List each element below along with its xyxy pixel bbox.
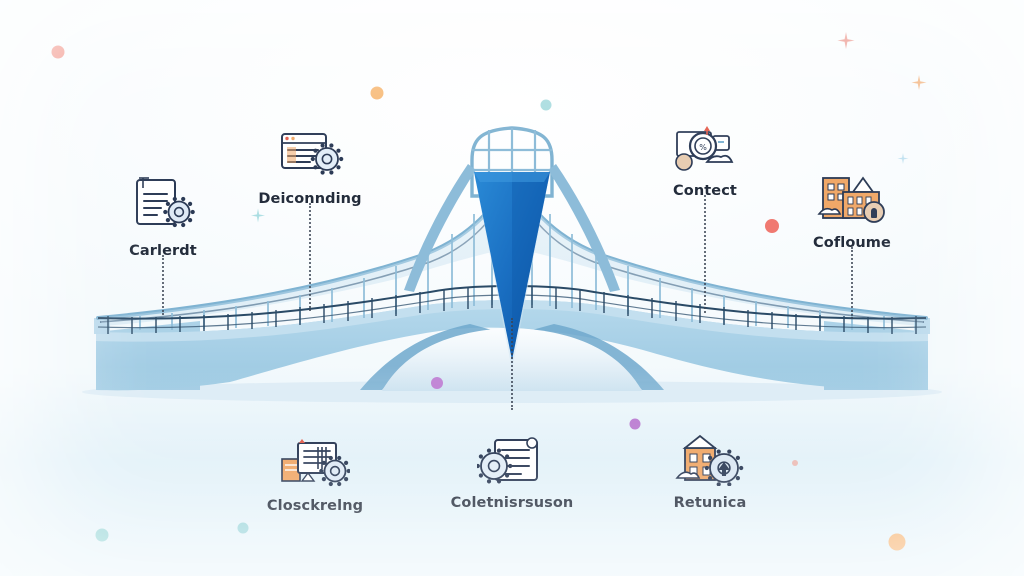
node-label: Contect xyxy=(673,183,737,199)
node-contect[interactable]: % Contect xyxy=(620,100,790,199)
pylon-badge-shade xyxy=(512,172,550,360)
cable-web-right xyxy=(512,178,926,326)
dot-orange-top xyxy=(370,86,384,100)
building-lock-icon xyxy=(767,152,937,226)
connector-node-4 xyxy=(851,247,853,319)
node-label: Deiconnding xyxy=(258,191,362,207)
document-gear-icon xyxy=(78,160,248,234)
node-deiconnding[interactable]: Deiconnding xyxy=(225,108,395,207)
cloud-search-icon: % xyxy=(620,100,790,174)
dot-teal-bottom-mid xyxy=(237,522,249,534)
connector-node-2 xyxy=(309,203,311,311)
node-label: Cofloume xyxy=(813,235,891,251)
connector-node-1 xyxy=(162,255,164,315)
node-label: Carlerdt xyxy=(129,243,197,259)
dot-red-small-right xyxy=(792,460,798,466)
monitor-gear-icon xyxy=(230,415,400,489)
deck-top-highlight xyxy=(96,300,928,342)
pylon-leg-right xyxy=(548,164,620,292)
dot-purple-lower xyxy=(629,418,641,430)
svg-text:%: % xyxy=(699,143,707,152)
dot-red-topleft xyxy=(51,45,65,59)
cable-web-left xyxy=(98,178,512,326)
dot-orange-bottom xyxy=(888,533,906,551)
dot-purple-mid xyxy=(431,377,443,389)
window-gear-icon xyxy=(225,108,395,182)
form-gear-icon xyxy=(427,412,597,486)
railing-posts xyxy=(107,286,917,334)
node-label: Retunica xyxy=(673,495,747,511)
pylon-badge-top-light xyxy=(474,172,550,182)
dot-teal-top xyxy=(540,99,552,111)
pylon-leg-left xyxy=(404,164,476,292)
node-label: Coletnisrsuson xyxy=(450,495,574,511)
node-label: Closckrelng xyxy=(266,498,364,514)
pylon-badge xyxy=(474,172,550,360)
node-retunica[interactable]: Retunica xyxy=(625,412,795,511)
node-carlerdt[interactable]: Carlerdt xyxy=(78,160,248,259)
node-closckrelng[interactable]: Closckrelng xyxy=(230,415,400,514)
building-gear-icon xyxy=(625,412,795,486)
dot-teal-bottom-left xyxy=(95,528,109,542)
pylon-frame xyxy=(470,126,554,198)
connector-node-3 xyxy=(704,195,706,313)
node-cofloume[interactable]: Cofloume xyxy=(767,152,937,251)
dot-red-upper-right xyxy=(765,219,779,233)
connector-node-6 xyxy=(511,318,513,410)
node-coletnisrsuson[interactable]: Coletnisrsuson xyxy=(427,412,597,511)
